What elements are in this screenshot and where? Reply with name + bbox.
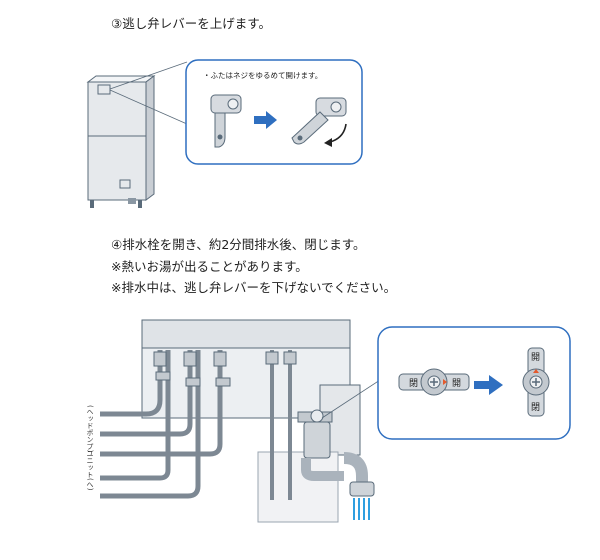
lever-down-icon <box>210 94 242 148</box>
water-heater-illustration <box>86 61 188 208</box>
valve-closed-label-close: 閉 <box>409 378 418 389</box>
pipe-label-left: (ヘッドポンプ) <box>86 405 94 453</box>
drain-piping-diagram <box>100 319 381 523</box>
lever-up-icon <box>291 97 347 147</box>
valve-closed-label-open: 開 <box>452 378 461 389</box>
valve-closed-icon: 閉 開 <box>398 368 470 396</box>
valve-open-label-open: 開 <box>531 352 540 363</box>
lever-warning-note: ※排水中は、逃し弁レバーを下げないでください。 <box>111 280 397 295</box>
hot-water-note: ※熱いお湯が出ることがあります。 <box>111 259 308 274</box>
valve-open-icon: 開 閉 <box>522 347 550 417</box>
right-arrow-icon <box>474 375 503 395</box>
valve-open-label-close: 閉 <box>531 402 540 413</box>
pipe-label-right: ユニット(へ) <box>86 450 94 491</box>
callout-note: ・ふたはネジをゆるめて開けます。 <box>203 71 323 80</box>
right-arrow-icon <box>254 111 277 129</box>
step3-title: ③逃し弁レバーを上げます。 <box>111 16 271 31</box>
step4-title: ④排水栓を開き、約2分間排水後、閉じます。 <box>111 237 366 252</box>
lever-callout-bubble <box>185 59 363 165</box>
